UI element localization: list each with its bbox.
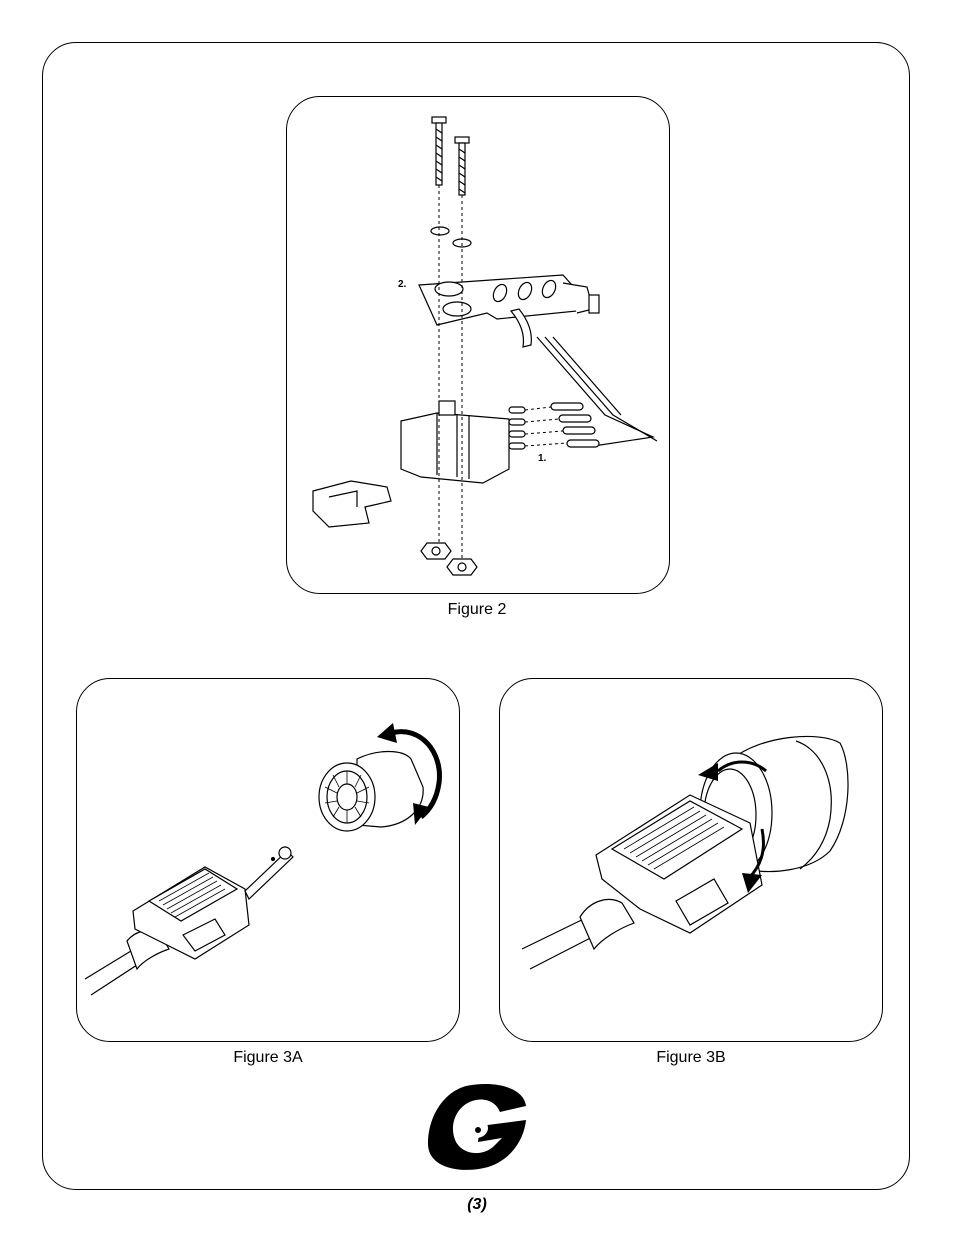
cartridge-exploded-drawing: 2. 1. bbox=[287, 97, 670, 594]
screw-right bbox=[455, 137, 469, 195]
figure-3a-caption: Figure 3A bbox=[118, 1049, 418, 1067]
g-logo-icon bbox=[426, 1082, 528, 1177]
screw-left bbox=[432, 117, 446, 185]
callout-step-1: 1. bbox=[538, 453, 547, 464]
figure-3b-illustration bbox=[499, 678, 883, 1042]
figure-3b-caption: Figure 3B bbox=[541, 1049, 841, 1067]
page-number: (3) bbox=[427, 1196, 527, 1214]
figure-2-caption: Figure 2 bbox=[327, 601, 627, 619]
callout-step-2: 2. bbox=[398, 279, 407, 290]
plug-detached-drawing bbox=[77, 679, 460, 1042]
figure-3a-illustration bbox=[76, 678, 460, 1042]
figure-2-illustration: 2. 1. bbox=[286, 96, 670, 594]
plug-connected-drawing bbox=[500, 679, 883, 1042]
